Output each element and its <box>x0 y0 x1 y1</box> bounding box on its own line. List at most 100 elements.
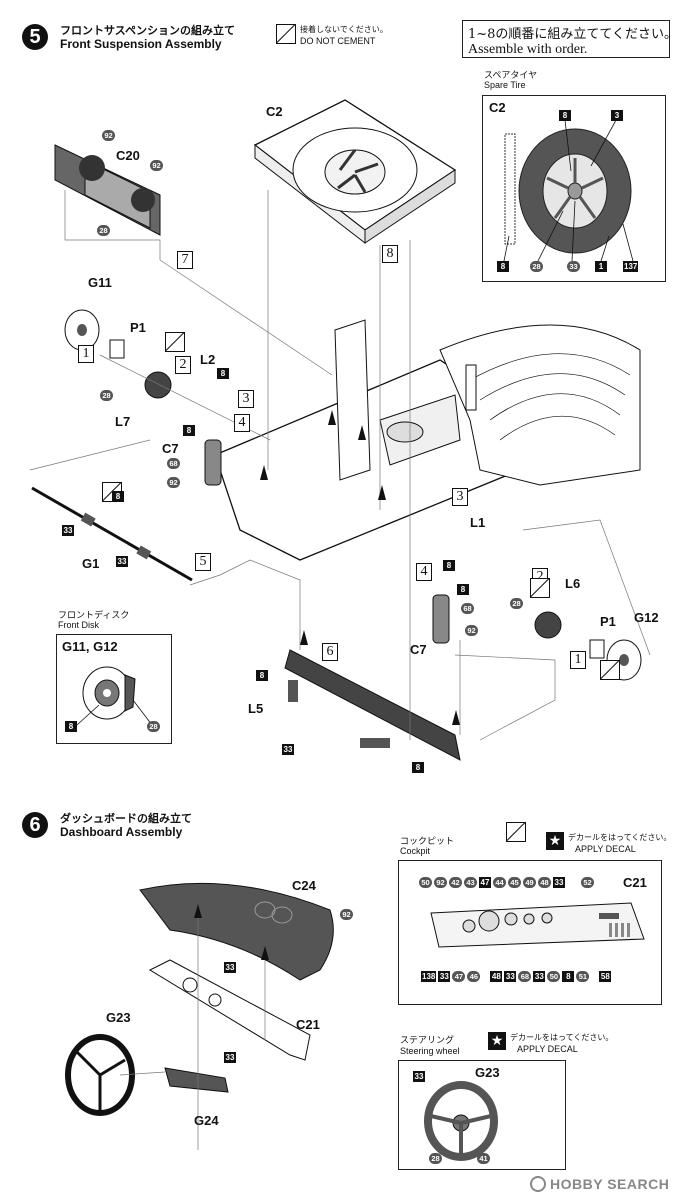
part-label-l1: L1 <box>470 515 486 530</box>
step-5-badge: 5 <box>22 24 48 50</box>
order-number-3-left: 3 <box>238 390 254 408</box>
cockpit-callout: 8 <box>562 971 575 982</box>
front-disk-title-jp: フロントディスク <box>58 611 130 621</box>
steering-title-jp: ステアリング <box>400 1036 455 1046</box>
order-note-jp: 1~8の順番に組み立ててください。 <box>468 27 678 42</box>
part-label-c2-tray: C2 <box>266 104 283 119</box>
cockpit-callout: 48 <box>490 971 503 982</box>
callout-33-arm: 33 <box>282 744 294 755</box>
watermark-icon <box>530 1176 546 1192</box>
cockpit-callout: 33 <box>533 971 546 982</box>
cockpit-callout: 138 <box>421 971 437 982</box>
order-number-5: 5 <box>195 553 211 571</box>
part-label-l6: L6 <box>565 576 581 591</box>
order-note-en: Assemble with order. <box>468 42 588 57</box>
front-disk-inset: G11, G12 8 28 <box>56 634 172 744</box>
cockpit-callout: 47 <box>452 971 466 982</box>
step-6-title-jp: ダッシュボードの組み立て <box>60 812 192 825</box>
watermark-text: HOBBY SEARCH <box>550 1176 670 1192</box>
part-label-g1: G1 <box>82 556 100 571</box>
spare-callout-7: 137 <box>623 261 639 272</box>
cockpit-title-en: Cockpit <box>400 846 431 856</box>
callout-33-g1-a: 33 <box>62 525 74 536</box>
no-cement-icon-p1 <box>165 332 185 352</box>
callout-8-l5: 8 <box>256 670 268 681</box>
front-disk-title-en: Front Disk <box>58 620 100 630</box>
part-label-c20: C20 <box>116 148 140 163</box>
part-label-p1-left: P1 <box>130 320 146 335</box>
order-number-4-right: 4 <box>416 563 432 581</box>
steering-wheel-drawing <box>424 1081 498 1161</box>
spare-tire-drawing <box>503 119 634 262</box>
callout-28-l7: 28 <box>100 390 113 401</box>
part-label-c24: C24 <box>292 878 316 893</box>
cockpit-callout: 44 <box>493 877 506 888</box>
cockpit-decal-en: APPLY DECAL <box>575 844 636 854</box>
spare-callout-2: 3 <box>611 110 623 121</box>
cockpit-panel-drawing <box>430 902 645 948</box>
spare-tire-title-en: Spare Tire <box>484 80 526 90</box>
no-cement-icon-arm <box>506 822 526 842</box>
steering-callout-28: 28 <box>429 1153 442 1164</box>
cockpit-callout: 52 <box>581 877 594 888</box>
part-label-l7: L7 <box>115 414 131 429</box>
callout-28-c20: 28 <box>97 225 110 236</box>
callout-8-l2: 8 <box>217 368 229 379</box>
callout-8-c7-left: 8 <box>183 425 195 436</box>
order-number-8: 8 <box>382 245 398 263</box>
spare-callout-3: 8 <box>497 261 509 272</box>
callout-92-c7-right: 92 <box>465 625 478 636</box>
steering-part-label: G23 <box>475 1065 500 1080</box>
steering-callout-41: 41 <box>477 1153 490 1164</box>
cockpit-callout: 51 <box>576 971 590 982</box>
steering-callout-33: 33 <box>413 1071 425 1082</box>
no-cement-label-jp: 接着しないでください。 <box>300 25 388 34</box>
cockpit-callout: 48 <box>538 877 551 888</box>
front-disk-callout-28: 28 <box>147 721 160 732</box>
callout-8-c7-right: 8 <box>457 584 469 595</box>
callout-8-g1: 8 <box>112 491 124 502</box>
front-suspension-drawing <box>29 99 651 761</box>
front-disk-parts-label: G11, G12 <box>62 639 118 654</box>
spare-callout-6: 1 <box>595 261 607 272</box>
callout-8-l1: 8 <box>443 560 455 571</box>
part-label-g24: G24 <box>194 1113 219 1128</box>
order-number-4-left: 4 <box>234 414 250 432</box>
cockpit-callout: 49 <box>523 877 536 888</box>
cockpit-callout: 58 <box>599 971 612 982</box>
spare-callout-5: 33 <box>567 261 580 272</box>
cockpit-callout: 50 <box>547 971 561 982</box>
cockpit-callout: 50 <box>419 877 432 888</box>
callout-92-b: 92 <box>150 160 163 171</box>
spare-tire-inset: C2 8 3 8 28 33 1 137 <box>482 95 666 282</box>
order-number-1-right: 1 <box>570 651 586 669</box>
cockpit-callout: 45 <box>508 877 521 888</box>
part-label-g11: G11 <box>88 275 112 290</box>
decal-star-icon: ★ <box>546 832 564 850</box>
steering-decal-jp: デカールをはってください。 <box>510 1033 614 1042</box>
part-label-p1-right: P1 <box>600 614 616 629</box>
part-label-l5: L5 <box>248 701 264 716</box>
spare-tire-title-jp: スペアタイヤ <box>484 71 538 81</box>
front-disk-callout-8: 8 <box>65 721 77 732</box>
cockpit-bottom-callouts: 138 33 47 46 48 33 68 33 50 8 51 58 <box>421 971 659 982</box>
dashboard-drawing <box>65 882 334 1150</box>
callout-28-l6: 28 <box>510 598 523 609</box>
order-number-2-left: 2 <box>175 356 191 374</box>
spare-tire-part-label: C2 <box>489 100 506 115</box>
cockpit-callout: 46 <box>467 971 481 982</box>
step-6-title-en: Dashboard Assembly <box>60 825 183 839</box>
no-cement-icon-l6 <box>600 660 620 680</box>
cockpit-inset: C21 50 92 42 43 47 44 45 49 48 33 52 138… <box>398 860 662 1005</box>
callout-92-a: 92 <box>102 130 115 141</box>
cockpit-callout: 33 <box>553 877 565 888</box>
step-6-badge: 6 <box>22 812 48 838</box>
cockpit-callout: 68 <box>518 971 532 982</box>
dash-callout-33-c24: 33 <box>224 962 236 973</box>
order-note-box: 1~8の順番に組み立ててください。 Assemble with order. <box>462 20 678 58</box>
cockpit-callout: 47 <box>479 877 491 888</box>
cockpit-callout: 92 <box>434 877 447 888</box>
cockpit-title-jp: コックピット <box>400 837 455 847</box>
spare-callout-4: 28 <box>530 261 543 272</box>
cockpit-top-callouts: 50 92 42 43 47 44 45 49 48 33 52 <box>419 877 599 888</box>
